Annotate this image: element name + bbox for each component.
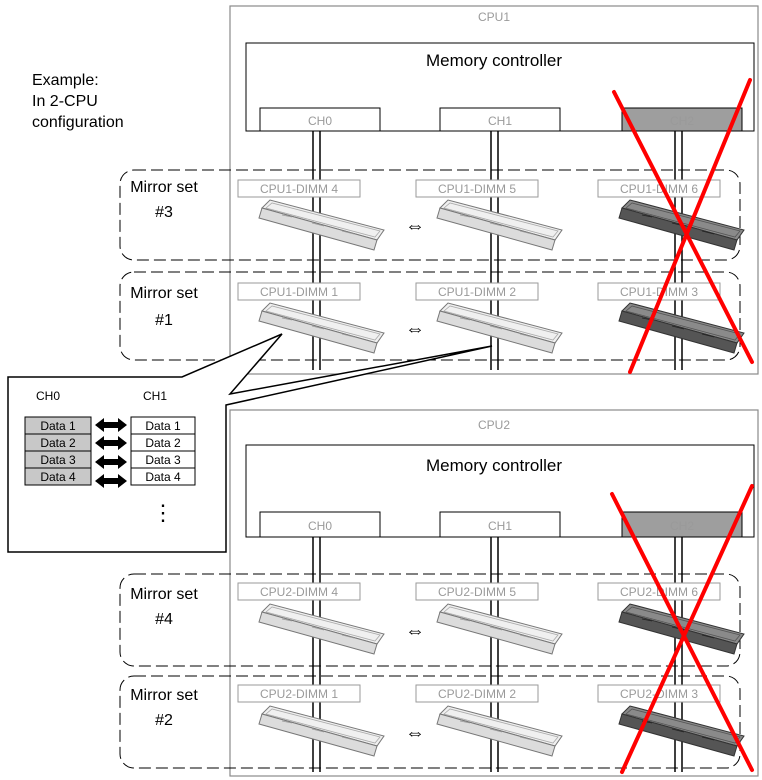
cpu1-dimm3-label: CPU1-DIMM 3 — [620, 285, 698, 299]
callout-ch0-data4: Data 4 — [40, 470, 76, 484]
dimm-module-icon — [258, 603, 385, 655]
mirror-set-3-number: #3 — [155, 204, 173, 221]
cpu1-memory-controller-label: Memory controller — [426, 51, 562, 70]
cpu1-dimm4-label: CPU1-DIMM 4 — [260, 182, 338, 196]
cpu1-ch0-box — [259, 107, 381, 132]
example-note-line2: In 2-CPU — [32, 93, 98, 110]
callout-ch0-data3: Data 3 — [40, 453, 76, 467]
mirror-data-callout: CH0 CH1 Data 1 Data 2 Data 3 Data 4 Data… — [7, 333, 493, 553]
cpu2-title: CPU2 — [478, 418, 510, 432]
cross-mark-icon — [612, 78, 754, 374]
cpu2-ch0-box — [259, 511, 381, 538]
mirror-set-4-frame — [119, 573, 741, 667]
cpu2-ch1-label: CH1 — [488, 519, 512, 533]
example-note-line1: Example: — [32, 72, 99, 89]
mirror-set-4-label: Mirror set — [130, 586, 198, 603]
mirror-set-2-number: #2 — [155, 712, 173, 729]
cpu1-dimm6-label: CPU1-DIMM 6 — [620, 182, 698, 196]
callout-continuation: ⋮ — [152, 500, 174, 525]
dimm-module-icon — [436, 302, 563, 354]
dimm-label-box — [237, 684, 361, 703]
cross-mark-icon — [610, 484, 754, 774]
dimm-module-icon — [436, 705, 563, 757]
cpu1-block: CPU1 Memory controller CH0 CH1 CH2 Mirro… — [119, 5, 759, 375]
dimm-module-icon — [436, 603, 563, 655]
cpu1-dimm1-label: CPU1-DIMM 1 — [260, 285, 338, 299]
dimm-module-icon — [258, 705, 385, 757]
callout-ch1-data2: Data 2 — [145, 436, 181, 450]
callout-ch1-header: CH1 — [143, 389, 167, 403]
dimm-module-icon — [258, 199, 385, 251]
callout-ch0-cell — [24, 467, 92, 486]
cpu2-dimm4-label: CPU2-DIMM 4 — [260, 585, 338, 599]
cpu2-ch2-box-disabled — [621, 511, 743, 538]
dimm-label-box — [415, 684, 539, 703]
dimm-label-box — [237, 582, 361, 601]
cpu1-title: CPU1 — [478, 10, 510, 24]
callout-frame — [7, 333, 493, 553]
double-arrow-icon: ⇔ — [405, 318, 425, 340]
callout-ch1-cell — [130, 467, 196, 486]
cpu1-frame — [229, 5, 759, 375]
mirror-set-3-label: Mirror set — [130, 179, 198, 196]
dimm-label-box — [237, 282, 361, 301]
mirror-set-1-number: #1 — [155, 312, 173, 329]
cpu1-dimm2-label: CPU1-DIMM 2 — [438, 285, 516, 299]
cpu1-ch2-label: CH2 — [670, 114, 694, 128]
example-note-line3: configuration — [32, 114, 124, 131]
cpu1-ch1-box — [439, 107, 561, 132]
dimm-label-box — [415, 582, 539, 601]
double-arrow-icon: ⇔ — [405, 620, 425, 642]
cpu1-ch0-label: CH0 — [308, 114, 332, 128]
cpu1-dimm5-label: CPU1-DIMM 5 — [438, 182, 516, 196]
cpu2-ch2-label: CH2 — [670, 519, 694, 533]
dimm-module-icon — [436, 199, 563, 251]
mirror-set-2-frame — [119, 675, 741, 769]
cpu2-dimm5-label: CPU2-DIMM 5 — [438, 585, 516, 599]
cpu2-ch1-box — [439, 511, 561, 538]
double-arrow-icon: ⇔ — [405, 722, 425, 744]
cpu1-ch2-box-disabled — [621, 107, 743, 132]
cpu2-frame — [229, 409, 759, 777]
callout-ch0-header: CH0 — [36, 389, 60, 403]
cpu2-dimm6-label: CPU2-DIMM 6 — [620, 585, 698, 599]
cpu2-block: CPU2 Memory controller CH0 CH1 CH2 Mirro… — [119, 409, 759, 777]
cpu2-dimm2-label: CPU2-DIMM 2 — [438, 687, 516, 701]
callout-ch1-data1: Data 1 — [145, 419, 181, 433]
mirror-set-1-label: Mirror set — [130, 285, 198, 302]
cpu1-ch1-label: CH1 — [488, 114, 512, 128]
dimm-label-box — [415, 282, 539, 301]
callout-ch1-data3: Data 3 — [145, 453, 181, 467]
cpu2-dimm1-label: CPU2-DIMM 1 — [260, 687, 338, 701]
cpu2-memory-controller-label: Memory controller — [426, 456, 562, 475]
cpu2-ch0-label: CH0 — [308, 519, 332, 533]
dimm-module-icon — [258, 302, 385, 354]
mirror-set-3-frame — [119, 169, 741, 261]
dimm-label-box — [237, 179, 361, 198]
double-arrow-icon: ⇔ — [405, 215, 425, 237]
mirror-set-2-label: Mirror set — [130, 687, 198, 704]
callout-ch0-data2: Data 2 — [40, 436, 76, 450]
callout-ch1-data4: Data 4 — [145, 470, 181, 484]
mirror-set-4-number: #4 — [155, 611, 173, 628]
dimm-label-box — [415, 179, 539, 198]
callout-ch0-data1: Data 1 — [40, 419, 76, 433]
